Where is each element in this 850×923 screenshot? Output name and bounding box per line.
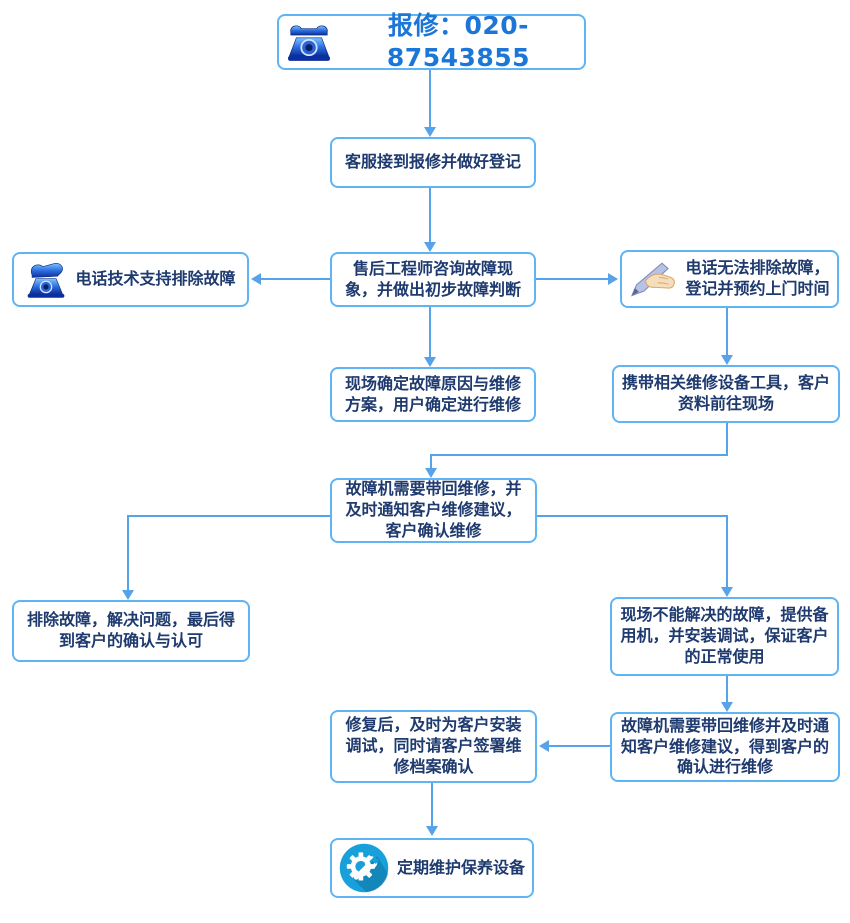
node-phone-support: 电话技术支持排除故障 — [12, 252, 249, 307]
bring-tools-label: 携带相关维修设备工具，客户资料前往现场 — [621, 373, 830, 413]
hotline-label: 报修：020-87543855 — [386, 10, 531, 73]
connector-tools-bringback-arrow — [425, 468, 437, 478]
connector-diagnose-appointment-arrow — [608, 273, 618, 285]
connector-appointment-tools-arrow — [721, 355, 733, 365]
connector-register-diagnose-arrow — [424, 242, 436, 252]
node-resolved: 排除故障，解决问题，最后得到客户的确认与认可 — [12, 600, 250, 662]
resolved-label: 排除故障，解决问题，最后得到客户的确认与认可 — [26, 610, 235, 650]
connector-backup-repair-arrow — [721, 702, 733, 712]
backup-machine-label: 现场不能解决的故障，提供备用机，并安装调试，保证客户的正常使用 — [620, 605, 829, 666]
connector-tools-bringback-vline2 — [430, 454, 432, 469]
node-bring-back-confirm: 故障机需要带回维修，并及时通知客户维修建议，客户确认维修 — [330, 478, 537, 543]
connector-diagnose-phone-arrow — [251, 273, 261, 285]
connector-diagnose-onsite-arrow — [424, 357, 436, 367]
node-appointment: 电话无法排除故障，登记并预约上门时间 — [620, 250, 839, 308]
connector-diagnose-appointment-line — [536, 278, 608, 280]
node-diagnose: 售后工程师咨询故障现象，并做出初步故障判断 — [330, 252, 536, 307]
node-bring-tools: 携带相关维修设备工具，客户资料前往现场 — [612, 365, 840, 423]
node-hotline: 报修：020-87543855 — [277, 11, 586, 72]
connector-hotline-register-arrow — [424, 127, 436, 137]
connector-bringback-backup-arrow — [721, 587, 733, 597]
connector-repair-reinstall-arrow — [539, 740, 549, 752]
connector-tools-bringback-hline — [430, 454, 728, 456]
connector-bringback-resolved-arrow — [122, 590, 134, 600]
connector-backup-repair-line — [726, 676, 728, 703]
connector-reinstall-maintenance-line — [431, 783, 433, 827]
phone-support-label: 电话技术支持排除故障 — [75, 269, 236, 289]
connector-diagnose-phone-line — [261, 278, 330, 280]
onsite-plan-label: 现场确定故障原因与维修方案，用户确定进行维修 — [344, 373, 521, 414]
appointment-label: 电话无法排除故障，登记并预约上门时间 — [685, 258, 830, 298]
connector-repair-reinstall-line — [549, 745, 610, 747]
writing-hand-icon — [629, 258, 677, 300]
gear-wrench-icon — [339, 843, 389, 893]
connector-diagnose-onsite-line — [429, 307, 431, 357]
connector-reinstall-maintenance-arrow — [426, 826, 438, 836]
connector-bringback-resolved-hline — [127, 515, 330, 517]
node-onsite-plan: 现场确定故障原因与维修方案，用户确定进行维修 — [330, 367, 536, 422]
reinstall-sign-label: 修复后，及时为客户安装调试，同时请客户签署维修档案确认 — [345, 715, 522, 776]
node-bring-back-repair: 故障机需要带回维修并及时通知客户维修建议，得到客户的确认进行维修 — [610, 712, 840, 782]
maintenance-label: 定期维护保养设备 — [397, 857, 526, 877]
node-maintenance: 定期维护保养设备 — [330, 838, 534, 898]
diagnose-label: 售后工程师咨询故障现象，并做出初步故障判断 — [344, 258, 521, 299]
telephone-handset-icon — [25, 261, 67, 299]
connector-appointment-tools-line — [726, 308, 728, 356]
connector-bringback-backup-hline — [537, 515, 728, 517]
node-register: 客服接到报修并做好登记 — [330, 137, 536, 188]
node-backup-machine: 现场不能解决的故障，提供备用机，并安装调试，保证客户的正常使用 — [610, 597, 839, 676]
register-label: 客服接到报修并做好登记 — [344, 152, 521, 172]
connector-bringback-resolved-vline — [127, 515, 129, 591]
bring-back-confirm-label: 故障机需要带回维修，并及时通知客户维修建议，客户确认维修 — [345, 479, 522, 540]
node-reinstall-sign: 修复后，及时为客户安装调试，同时请客户签署维修档案确认 — [330, 710, 537, 783]
connector-tools-bringback-vline — [726, 423, 728, 456]
bring-back-repair-label: 故障机需要带回维修并及时通知客户维修建议，得到客户的确认进行维修 — [620, 715, 829, 777]
connector-register-diagnose-line — [429, 188, 431, 242]
telephone-icon — [286, 21, 332, 63]
connector-bringback-backup-vline — [726, 515, 728, 588]
connector-hotline-register-line — [429, 70, 431, 128]
